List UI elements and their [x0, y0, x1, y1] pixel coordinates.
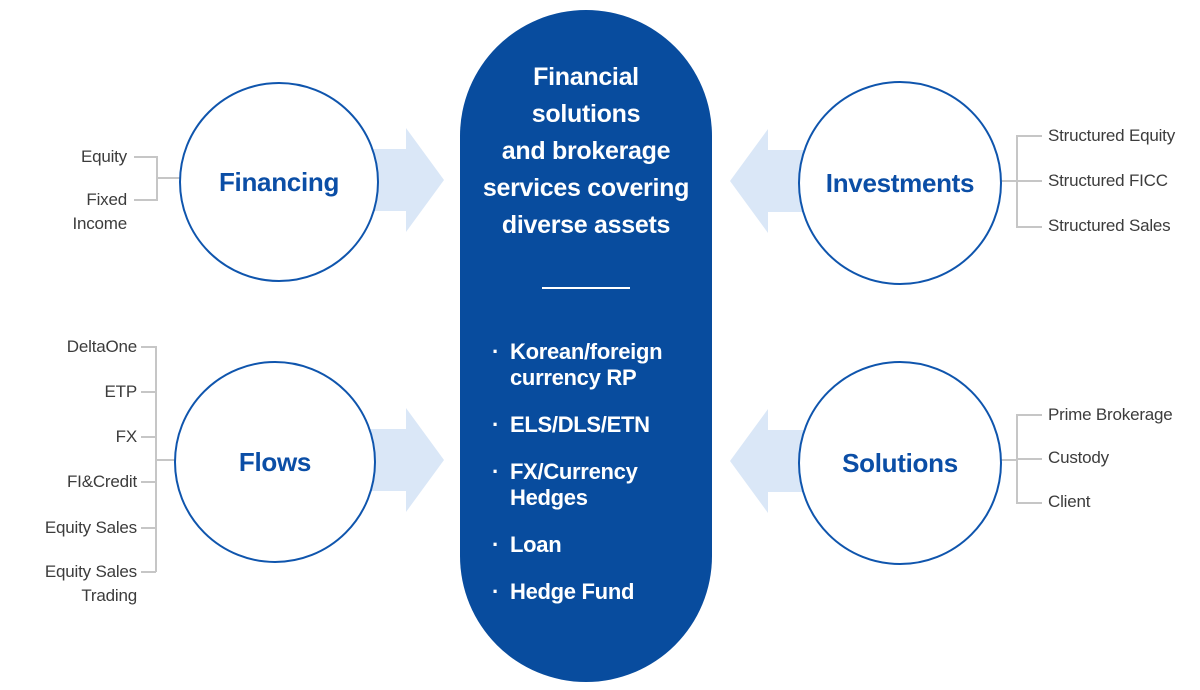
node-circle-flows: Flows — [174, 361, 376, 563]
center-capsule: Financial solutions and brokerage servic… — [460, 10, 712, 682]
connector-line — [1016, 226, 1042, 228]
connector-line — [1016, 502, 1042, 504]
capsule-heading: Financial solutions and brokerage servic… — [482, 63, 690, 239]
node-circle-solutions: Solutions — [798, 361, 1002, 565]
side-label-etp: ETP — [104, 382, 138, 401]
block-arrow-left-icon — [730, 129, 806, 233]
connector-line — [155, 459, 178, 461]
node-circle-investments: Investments — [798, 81, 1002, 285]
connector-line — [1016, 135, 1042, 137]
connector-line — [141, 346, 156, 348]
connector-line — [1016, 135, 1018, 228]
connector-line — [141, 527, 156, 529]
block-arrow-right-icon — [368, 408, 444, 512]
block-arrow-left-icon — [730, 409, 806, 513]
connector-line — [141, 436, 156, 438]
connector-line — [141, 391, 156, 393]
list-item-label: Hedge Fund — [510, 579, 635, 604]
list-item: · FX/Currency Hedges — [492, 459, 712, 511]
node-title: Solutions — [842, 447, 958, 478]
list-item-label: FX/Currency Hedges — [510, 459, 638, 510]
node-title: Financing — [218, 166, 340, 197]
side-label-structured-sales: Structured Sales — [1048, 216, 1171, 235]
connector-line — [141, 481, 156, 483]
connector-line — [1016, 414, 1042, 416]
side-label-custody: Custody — [1048, 448, 1109, 467]
side-label-fx: FX — [115, 427, 138, 446]
bullet-dot-icon: · — [492, 339, 500, 364]
list-item: · Hedge Fund — [492, 579, 712, 605]
side-label-equity-sales-trading: Equity Sales Trading — [44, 562, 137, 605]
side-label-client: Client — [1048, 492, 1091, 511]
side-label-structured-ficc: Structured FICC — [1048, 171, 1168, 190]
side-label-equity-sales: Equity Sales — [44, 518, 137, 537]
list-item: · Loan — [492, 532, 712, 558]
connector-line — [134, 199, 157, 201]
node-title: Flows — [238, 446, 312, 477]
list-item-label: Korean/foreign currency RP — [510, 339, 663, 390]
bullet-dot-icon: · — [492, 459, 500, 484]
node-title: Investments — [825, 167, 975, 198]
list-item: · Korean/foreign currency RP — [492, 339, 712, 391]
connector-line — [156, 156, 158, 201]
block-arrow-right-icon — [368, 128, 444, 232]
bullet-dot-icon: · — [492, 579, 500, 604]
connector-line — [156, 177, 183, 179]
side-label-deltaone: DeltaOne — [66, 337, 137, 356]
list-item-label: ELS/DLS/ETN — [510, 412, 650, 437]
side-label-fi-credit: FI&Credit — [67, 472, 137, 491]
list-item-label: Loan — [510, 532, 562, 557]
connector-line — [995, 459, 1017, 461]
connector-line — [141, 571, 156, 573]
connector-line — [995, 180, 1017, 182]
bullet-dot-icon: · — [492, 532, 500, 557]
divider-line — [542, 287, 630, 289]
side-label-equity: Equity — [80, 147, 127, 166]
side-label-fixed-income: Fixed Income — [72, 190, 127, 233]
connector-line — [1016, 458, 1042, 460]
side-label-structured-equity: Structured Equity — [1048, 126, 1175, 145]
connector-line — [134, 156, 157, 158]
bullet-dot-icon: · — [492, 412, 500, 437]
capsule-service-list: · Korean/foreign currency RP · ELS/DLS/E… — [492, 339, 712, 605]
side-label-prime-brokerage: Prime Brokerage — [1048, 405, 1173, 424]
list-item: · ELS/DLS/ETN — [492, 412, 712, 438]
node-circle-financing: Financing — [179, 82, 379, 282]
connector-line — [1016, 180, 1042, 182]
